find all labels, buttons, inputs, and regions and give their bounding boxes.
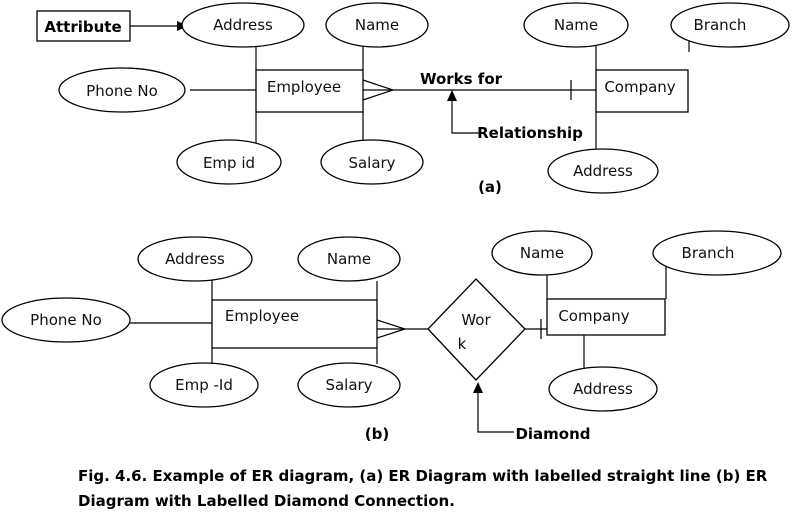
attr-company-name-b bbox=[491, 230, 593, 276]
relationship-diamond bbox=[427, 278, 526, 381]
diagram-a: Attribute Address Name Phone No Employee… bbox=[36, 2, 790, 196]
crowfoot-many bbox=[362, 79, 395, 101]
attr-empid-a bbox=[176, 139, 282, 185]
entity-employee-b-label: Employee bbox=[225, 307, 299, 325]
attr-salary-b bbox=[297, 362, 401, 408]
attr-empid-a-label: Emp id bbox=[203, 154, 255, 172]
attr-empid-b bbox=[149, 362, 259, 408]
attr-salary-a bbox=[320, 139, 424, 185]
relationship-arrowhead bbox=[447, 90, 457, 101]
attr-empid-b-label: Emp -Id bbox=[175, 376, 233, 394]
diagram-a-label: (a) bbox=[478, 178, 502, 196]
attr-company-address-a bbox=[547, 148, 659, 194]
attribute-callout-box bbox=[36, 10, 131, 42]
attr-name-b bbox=[297, 236, 401, 282]
entity-employee-a-label: Employee bbox=[267, 78, 341, 96]
attr-company-address-b bbox=[548, 366, 658, 412]
attr-branch-a-label: Branch bbox=[694, 16, 747, 34]
diamond-arrowhead bbox=[473, 382, 483, 393]
entity-company-a bbox=[595, 69, 689, 113]
entity-company-a-label: Company bbox=[604, 78, 675, 96]
attr-branch-b bbox=[652, 230, 782, 276]
relationship-works-for-label: Works for bbox=[420, 70, 503, 88]
attr-phone-b-label: Phone No bbox=[30, 311, 102, 329]
attr-address-a-label: Address bbox=[213, 16, 273, 34]
attr-company-name-a bbox=[523, 2, 629, 48]
entity-company-b bbox=[546, 298, 666, 336]
attribute-callout-label: Attribute bbox=[44, 18, 121, 36]
attr-branch-a bbox=[670, 2, 790, 48]
attr-name-a-label: Name bbox=[355, 16, 399, 34]
attr-phone-b bbox=[1, 297, 131, 343]
attr-company-name-a-label: Name bbox=[554, 16, 598, 34]
attr-company-address-b-label: Address bbox=[573, 380, 633, 398]
attr-address-b bbox=[137, 236, 253, 282]
attr-company-address-a-label: Address bbox=[573, 162, 633, 180]
entity-employee-b bbox=[211, 299, 378, 349]
relationship-work-label-2: k bbox=[458, 335, 467, 353]
diagram-b-label: (b) bbox=[365, 425, 389, 443]
attr-salary-b-label: Salary bbox=[325, 376, 372, 394]
relationship-arrow bbox=[451, 100, 482, 134]
crowfoot-many-b bbox=[376, 319, 407, 339]
attr-branch-b-label: Branch bbox=[682, 244, 735, 262]
attr-company-name-b-label: Name bbox=[520, 244, 564, 262]
attr-name-b-label: Name bbox=[327, 250, 371, 268]
attr-salary-a-label: Salary bbox=[348, 154, 395, 172]
relationship-callout-label: Relationship bbox=[477, 124, 583, 142]
attr-name-a bbox=[325, 2, 429, 48]
diagram-b: Address Name Phone No Employee Emp -Id S… bbox=[1, 230, 782, 443]
attr-address-a bbox=[181, 2, 305, 48]
attr-phone-a bbox=[58, 67, 186, 113]
attr-address-b-label: Address bbox=[165, 250, 225, 268]
diamond-callout-label: Diamond bbox=[515, 425, 590, 443]
attr-phone-a-label: Phone No bbox=[86, 82, 158, 100]
relationship-work-label-1: Wor bbox=[461, 311, 491, 329]
diamond-arrow bbox=[477, 392, 514, 433]
entity-company-b-label: Company bbox=[558, 307, 629, 325]
figure-caption: Fig. 4.6. Example of ER diagram, (a) ER … bbox=[78, 467, 768, 510]
entity-employee-a bbox=[255, 69, 364, 113]
